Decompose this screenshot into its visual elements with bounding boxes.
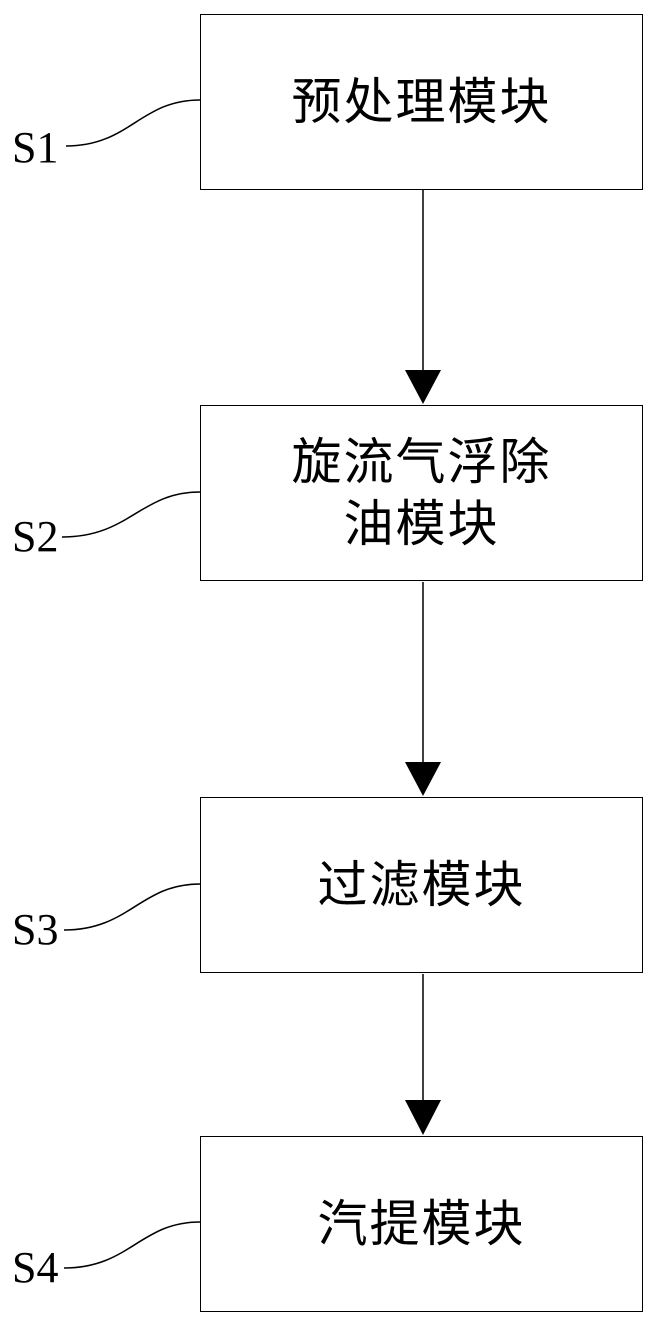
step-box-text: 过滤模块 [317,856,526,914]
step-box-s4: 汽提模块 [200,1136,643,1312]
leader-line-s3 [63,883,201,931]
step-label-s2: S2 [12,512,59,561]
arrow-s1-s2 [405,190,441,404]
step-label-s4: S4 [12,1243,59,1292]
leader-line-s4 [63,1221,201,1269]
leader-line-s1 [65,99,201,147]
arrow-s3-s4 [405,974,441,1135]
step-box-text-line-1: 旋流气浮除 [291,433,552,491]
step-box-text: 汽提模块 [317,1195,526,1253]
step-box-s3: 过滤模块 [200,797,643,973]
leader-line-s2 [61,491,201,538]
step-box-s1: 预处理模块 [200,14,643,190]
step-box-s2: 旋流气浮除 油模块 [200,405,643,581]
step-label-s3: S3 [12,905,59,954]
arrow-s2-s3 [405,582,441,796]
step-box-text: 预处理模块 [291,73,552,131]
step-box-text-line-2: 油模块 [343,495,500,553]
step-label-s1: S1 [12,123,59,172]
